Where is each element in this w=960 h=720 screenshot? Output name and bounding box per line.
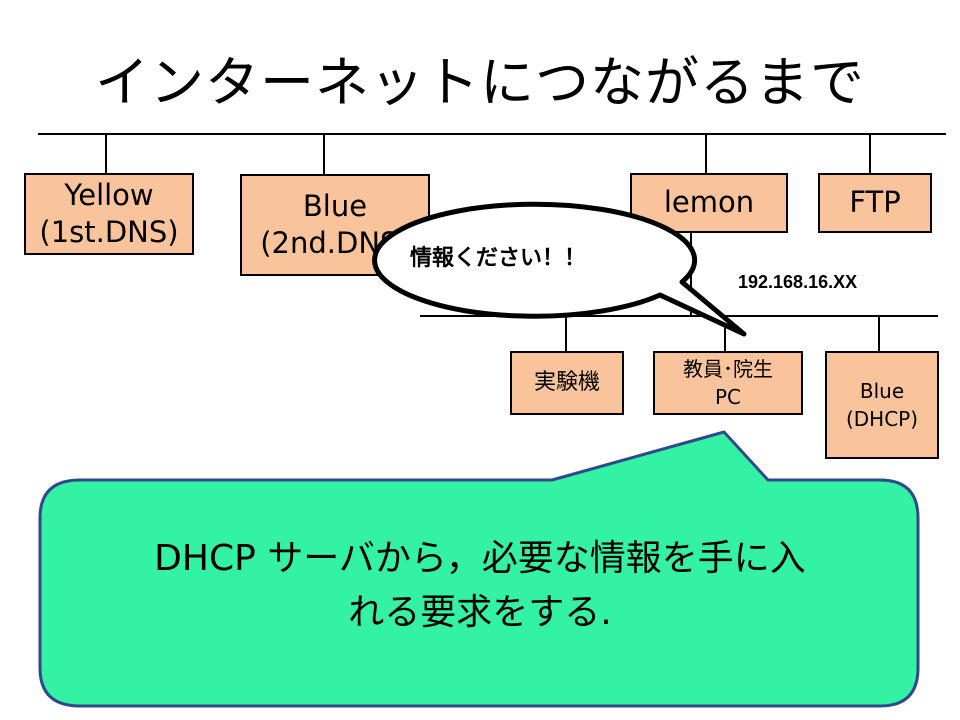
node-blue-dhcp-name: Blue — [859, 379, 905, 403]
subnet-bus — [420, 315, 938, 317]
node-yellow-role: (1st.DNS) — [39, 215, 179, 249]
drop-line-blue-dhcp — [878, 316, 880, 352]
node-ftp-name: FTP — [849, 185, 901, 220]
node-yellow-name: Yellow — [64, 177, 154, 212]
node-staff-pc-type: PC — [714, 385, 742, 409]
node-staff-pc-name: 教員･院生 — [683, 357, 773, 381]
drop-line-yellow — [105, 134, 107, 174]
slide-title: インターネットにつながるまで — [95, 51, 865, 114]
callout-text: DHCP サーバから，必要な情報を手に入 れる要求をする. — [44, 532, 916, 640]
node-staff-pc: 教員･院生 PC — [653, 351, 803, 415]
node-ftp: FTP — [818, 173, 932, 233]
node-experiment-name: 実験機 — [533, 369, 600, 395]
speech-bubble-shape — [372, 201, 747, 337]
node-blue-dns: Blue (2nd.DNS) — [240, 174, 430, 276]
drop-line-ftp — [869, 134, 871, 174]
subnet-label: 192.168.16.XX — [738, 272, 858, 292]
drop-line-lemon — [705, 134, 707, 174]
speech-bubble-text: 情報ください！！ — [410, 246, 587, 271]
callout-line-2: れる要求をする. — [348, 592, 612, 633]
callout-shape — [38, 430, 920, 708]
drop-line-blue-dns — [323, 134, 325, 174]
main-network-bus — [38, 133, 946, 135]
node-lemon-name: lemon — [663, 185, 755, 220]
node-yellow: Yellow (1st.DNS) — [24, 173, 194, 255]
drop-line-staff-pc — [724, 316, 726, 352]
callout-line-1: DHCP サーバから，必要な情報を手に入 — [154, 538, 806, 579]
node-experiment: 実験機 — [510, 351, 624, 415]
node-blue-dhcp: Blue (DHCP) — [825, 351, 939, 459]
drop-line-experiment — [565, 316, 567, 352]
node-blue-dhcp-role: (DHCP) — [845, 407, 919, 431]
node-blue-dns-name: Blue — [302, 188, 368, 223]
